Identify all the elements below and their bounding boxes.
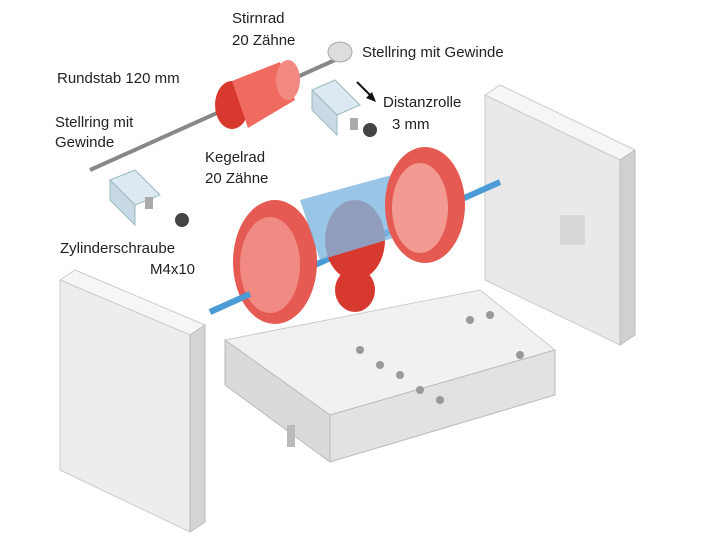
label-distanzrolle-size: 3 mm: [392, 116, 430, 133]
label-stirnrad: Stirnrad: [232, 10, 285, 27]
arrow-icon: [356, 81, 376, 102]
label-zylinderschraube-size: M4x10: [150, 261, 196, 278]
label-kegelrad-teeth: 20 Zähne: [205, 170, 269, 187]
stellring-top: [327, 41, 353, 63]
stirnrad-gear: [215, 60, 300, 129]
label-rundstab: Rundstab 120 mm: [57, 70, 180, 87]
label-kegelrad: Kegelrad: [205, 149, 266, 166]
base-plate: [223, 289, 557, 463]
distanzrolle-part: [363, 123, 377, 137]
right-side-plate: [483, 84, 637, 346]
label-stellring-left-2: Gewinde: [55, 134, 115, 151]
label-zylinderschraube: Zylinderschraube: [60, 240, 176, 257]
label-distanzrolle: Distanzrolle: [383, 94, 462, 111]
label-stirnrad-teeth: 20 Zähne: [232, 32, 296, 49]
bottom-screw: [287, 425, 295, 447]
bracket-top: [311, 79, 377, 137]
bracket-left: [109, 169, 189, 227]
label-stellring-left-1: Stellring mit: [55, 114, 134, 131]
label-stellring-top: Stellring mit Gewinde: [362, 44, 504, 61]
zylinderschraube-part: [175, 213, 189, 227]
gear-assembly: [233, 147, 465, 324]
left-side-plate: [58, 269, 207, 533]
